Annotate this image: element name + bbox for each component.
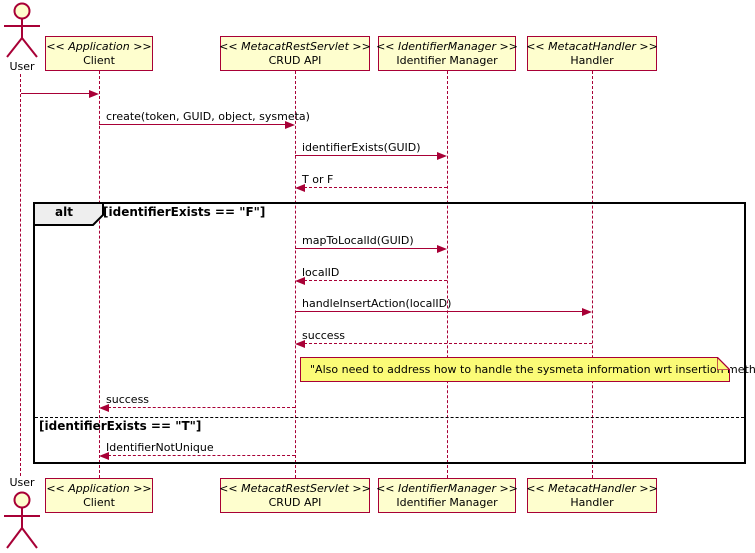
lifeline-identifier-manager bbox=[447, 71, 448, 478]
participant-identifier-manager-top: << IdentifierManager >> Identifier Manag… bbox=[376, 36, 518, 71]
message-label-handle-insert-action: handleInsertAction(localID) bbox=[302, 297, 452, 310]
participant-stereotype: << MetacatRestServlet >> bbox=[219, 39, 371, 53]
participant-stereotype: << Application >> bbox=[46, 39, 152, 53]
lifeline-user bbox=[20, 74, 21, 476]
message-line-identifier-not-unique bbox=[108, 455, 295, 456]
note-sysmeta: "Also need to address how to handle the … bbox=[300, 357, 755, 382]
arrowhead-icon bbox=[295, 184, 305, 192]
arrowhead-icon bbox=[89, 90, 99, 98]
arrowhead-icon bbox=[285, 121, 295, 129]
alt-operator-pentagon bbox=[33, 202, 104, 226]
note-text: "Also need to address how to handle the … bbox=[310, 363, 755, 376]
arrowhead-icon bbox=[437, 152, 447, 160]
message-line-success-client bbox=[108, 407, 295, 408]
participant-stereotype: << IdentifierManager >> bbox=[376, 39, 518, 53]
alt-divider bbox=[35, 417, 744, 418]
message-label-identifier-not-unique: IdentifierNotUnique bbox=[106, 441, 214, 454]
alt-guard-else: [identifierExists == "T"] bbox=[39, 419, 202, 433]
message-line-user-client bbox=[21, 93, 90, 94]
participant-stereotype: << MetacatRestServlet >> bbox=[219, 481, 371, 495]
message-line-t-or-f bbox=[304, 187, 447, 188]
participant-handler-top: << MetacatHandler >> Handler bbox=[526, 36, 658, 71]
alt-guard-if: [identifierExists == "F"] bbox=[103, 205, 266, 219]
arrowhead-icon bbox=[295, 277, 305, 285]
participant-stereotype: << MetacatHandler >> bbox=[526, 39, 658, 53]
message-line-create bbox=[99, 124, 285, 125]
participant-crud-api-top: << MetacatRestServlet >> CRUD API bbox=[219, 36, 371, 71]
participant-stereotype: << Application >> bbox=[46, 481, 152, 495]
actor-user-label-bottom: User bbox=[9, 476, 35, 489]
arrowhead-icon bbox=[99, 404, 109, 412]
message-line-handle-insert-action bbox=[295, 311, 582, 312]
message-line-identifier-exists bbox=[295, 155, 437, 156]
participant-name: Identifier Manager bbox=[396, 495, 498, 509]
arrowhead-icon bbox=[582, 308, 592, 316]
actor-user-label-top: User bbox=[9, 60, 35, 73]
lifeline-handler bbox=[592, 71, 593, 478]
message-label-map-to-local-id: mapToLocalId(GUID) bbox=[302, 234, 414, 247]
message-label-identifier-exists: identifierExists(GUID) bbox=[302, 141, 421, 154]
user-figure-icon bbox=[4, 491, 40, 549]
alt-frame bbox=[33, 202, 746, 464]
participant-name: Identifier Manager bbox=[396, 53, 498, 67]
message-line-local-id bbox=[304, 280, 447, 281]
participant-name: CRUD API bbox=[268, 495, 322, 509]
participant-identifier-manager-bottom: << IdentifierManager >> Identifier Manag… bbox=[376, 478, 518, 513]
alt-operator-label: alt bbox=[55, 205, 73, 219]
participant-name: Handler bbox=[570, 495, 614, 509]
participant-stereotype: << IdentifierManager >> bbox=[376, 481, 518, 495]
participant-client-bottom: << Application >> Client bbox=[45, 478, 153, 513]
message-line-map-to-local-id bbox=[295, 248, 437, 249]
note-fold-icon bbox=[717, 357, 730, 370]
message-label-t-or-f: T or F bbox=[302, 173, 334, 186]
arrowhead-icon bbox=[99, 452, 109, 460]
participant-client-top: << Application >> Client bbox=[45, 36, 153, 71]
lifeline-crud-api bbox=[295, 71, 296, 478]
message-line-success-handler bbox=[304, 343, 592, 344]
message-label-local-id: localID bbox=[302, 266, 340, 279]
participant-name: Client bbox=[83, 495, 115, 509]
participant-stereotype: << MetacatHandler >> bbox=[526, 481, 658, 495]
arrowhead-icon bbox=[437, 245, 447, 253]
arrowhead-icon bbox=[295, 340, 305, 348]
user-figure-icon bbox=[4, 2, 40, 58]
message-label-success-handler: success bbox=[302, 329, 346, 342]
message-label-create: create(token, GUID, object, sysmeta) bbox=[106, 110, 310, 123]
lifeline-client bbox=[99, 71, 100, 478]
participant-name: Client bbox=[83, 53, 115, 67]
participant-name: CRUD API bbox=[268, 53, 322, 67]
participant-crud-api-bottom: << MetacatRestServlet >> CRUD API bbox=[219, 478, 371, 513]
message-label-success-client: success bbox=[106, 393, 150, 406]
participant-name: Handler bbox=[570, 53, 614, 67]
participant-handler-bottom: << MetacatHandler >> Handler bbox=[526, 478, 658, 513]
